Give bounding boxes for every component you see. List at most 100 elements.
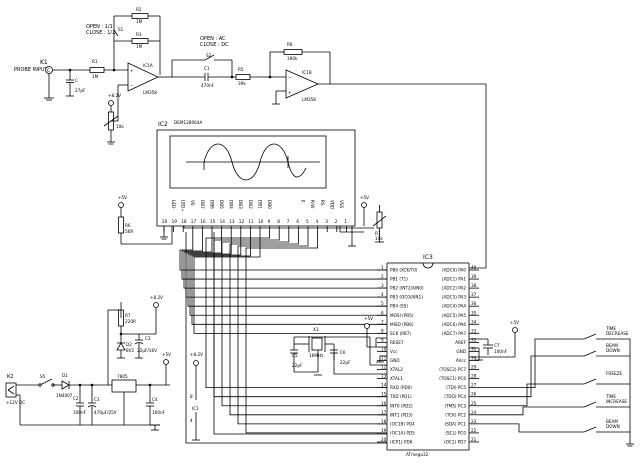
mcu-pin-number: 21 [471,437,477,442]
r2-value: 1M [136,19,143,24]
s5-label: S5 [40,374,46,379]
lcd-data-bus [179,232,387,444]
lcd-pin-name: LED+ [181,200,186,212]
s2-close-text: CLOSE : DC [200,42,229,48]
button-label: DECREASE [606,331,629,336]
button-label: BEAM [606,343,618,348]
mcu-pin-number: 31 [471,346,477,351]
mcu-pin-name: TXD (PD1) [389,394,412,399]
d1-diode [61,380,70,390]
r3-value: 1M [136,44,143,49]
button-label: TIME [605,394,616,399]
button-contact[interactable] [583,378,597,385]
control-wire [185,232,387,444]
mcu-pin-number: 36 [471,301,477,306]
mcu-pin-name: (ADC7) PA7 [442,331,466,336]
button-contact[interactable] [583,401,597,408]
button-wire [479,338,584,389]
s2-label: S2 [206,53,212,58]
mcu-pin-name: XTAL2 [390,367,403,372]
gain-stage: OPEN : AC CLOSE : DC S2 C1 470nF R5 39k … [171,36,487,269]
mcu-pin-number: 18 [381,419,387,424]
mcu-pin-name: (OC2) PD7 [444,439,466,444]
supply-82-c: +8.2V [190,352,203,357]
r6-resistor [283,49,303,55]
mcu-pin-name: MOSI (PB5) [390,313,414,318]
bus-wire [183,232,387,289]
button-label: INCREASE [606,399,627,404]
supply-5v-b: +5V [360,195,369,200]
c3-label: C3 [94,397,100,402]
c-zener-label: C3 [145,336,151,341]
control-wire [213,232,387,435]
svg-text:+: + [130,68,134,73]
mcu-pin-number: 27 [471,383,477,388]
lcd-pin-number: 1 [344,219,347,224]
mcu-pin-name: (ADC2) PA2 [442,286,466,291]
d2-zener [116,342,126,351]
r2-label: R2 [136,7,142,12]
mcu-pin-name: (ICP1) PD6 [390,439,413,444]
analog-supply: +5V C7 100nF [469,320,519,361]
dc-jack[interactable] [5,382,17,398]
k1-connector-glyph: C [47,68,50,73]
supply-5v-a: +5V [118,195,127,200]
mcu-pin-name: INT0 (PD2) [390,403,413,408]
button-label: FREEZE [606,371,622,376]
lcd-pin-name: R/W [310,200,315,208]
button-contact[interactable] [583,350,597,357]
mcu-pin-number: 2 [381,274,384,279]
lcd-pin-name: DB2 [248,200,253,209]
c-in-value: 27pF [75,88,86,93]
mcu-pin-name: (ADC3) PA3 [442,295,466,300]
r1-label: R1 [92,59,98,64]
lcd-pin-name: VSS [339,200,344,209]
lcd-pin-number: 2 [335,219,338,224]
lcd-pin-number: 7 [287,219,290,224]
mcu-pin-number: 38 [471,283,477,288]
button-wire [479,423,584,433]
mcu-pin-name: PB3 (OC0/AIN1) [390,295,423,300]
lcd-pin-number: 14 [220,219,226,224]
ic1b-type: LM358 [302,97,316,102]
r2-resistor [131,13,149,19]
r5-resistor [235,74,251,80]
lcd-pin-number: 13 [229,219,235,224]
lcd-pin-number: 17 [191,219,197,224]
ic1-pin8: 8 [190,394,193,399]
c5-value: 22pF [292,363,303,368]
mcu-pin-number: 34 [471,319,477,324]
lcd-pin-name: DB1 [257,200,262,209]
r-contrast-label: R7 [375,231,381,236]
c3-value: 470µF/25V [94,410,117,415]
mcu-pin-name: Vcc [390,349,398,354]
mcu-pin-name: RXD (PD0) [390,385,412,390]
c2-value: 100nF [73,410,87,415]
lcd-pin-number: 8 [277,219,280,224]
mcu-pin-number: 24 [471,410,477,415]
c7-label: C7 [494,343,500,348]
lcd-waveform [203,143,307,181]
mcu-pin-name: (ADC1) PA1 [442,277,466,282]
c2-label: C2 [73,396,79,401]
control-wire [237,232,387,425]
d1-type: 1N4007 [56,393,73,398]
button-contact[interactable] [583,426,597,433]
mcu-pin-number: 32 [471,337,477,342]
lcd-pin-number: 16 [200,219,206,224]
control-wire [245,232,387,434]
control-wire [221,232,387,407]
svg-text:−: − [288,75,292,80]
ic1-pin4: 4 [190,418,193,423]
r5-label: R5 [238,67,244,72]
lcd-pin-name: RS [320,200,325,206]
mcu-pin-name: XTAL1 [390,376,403,381]
button-contact[interactable] [583,333,597,340]
mcu-pin-number: 30 [471,356,477,361]
